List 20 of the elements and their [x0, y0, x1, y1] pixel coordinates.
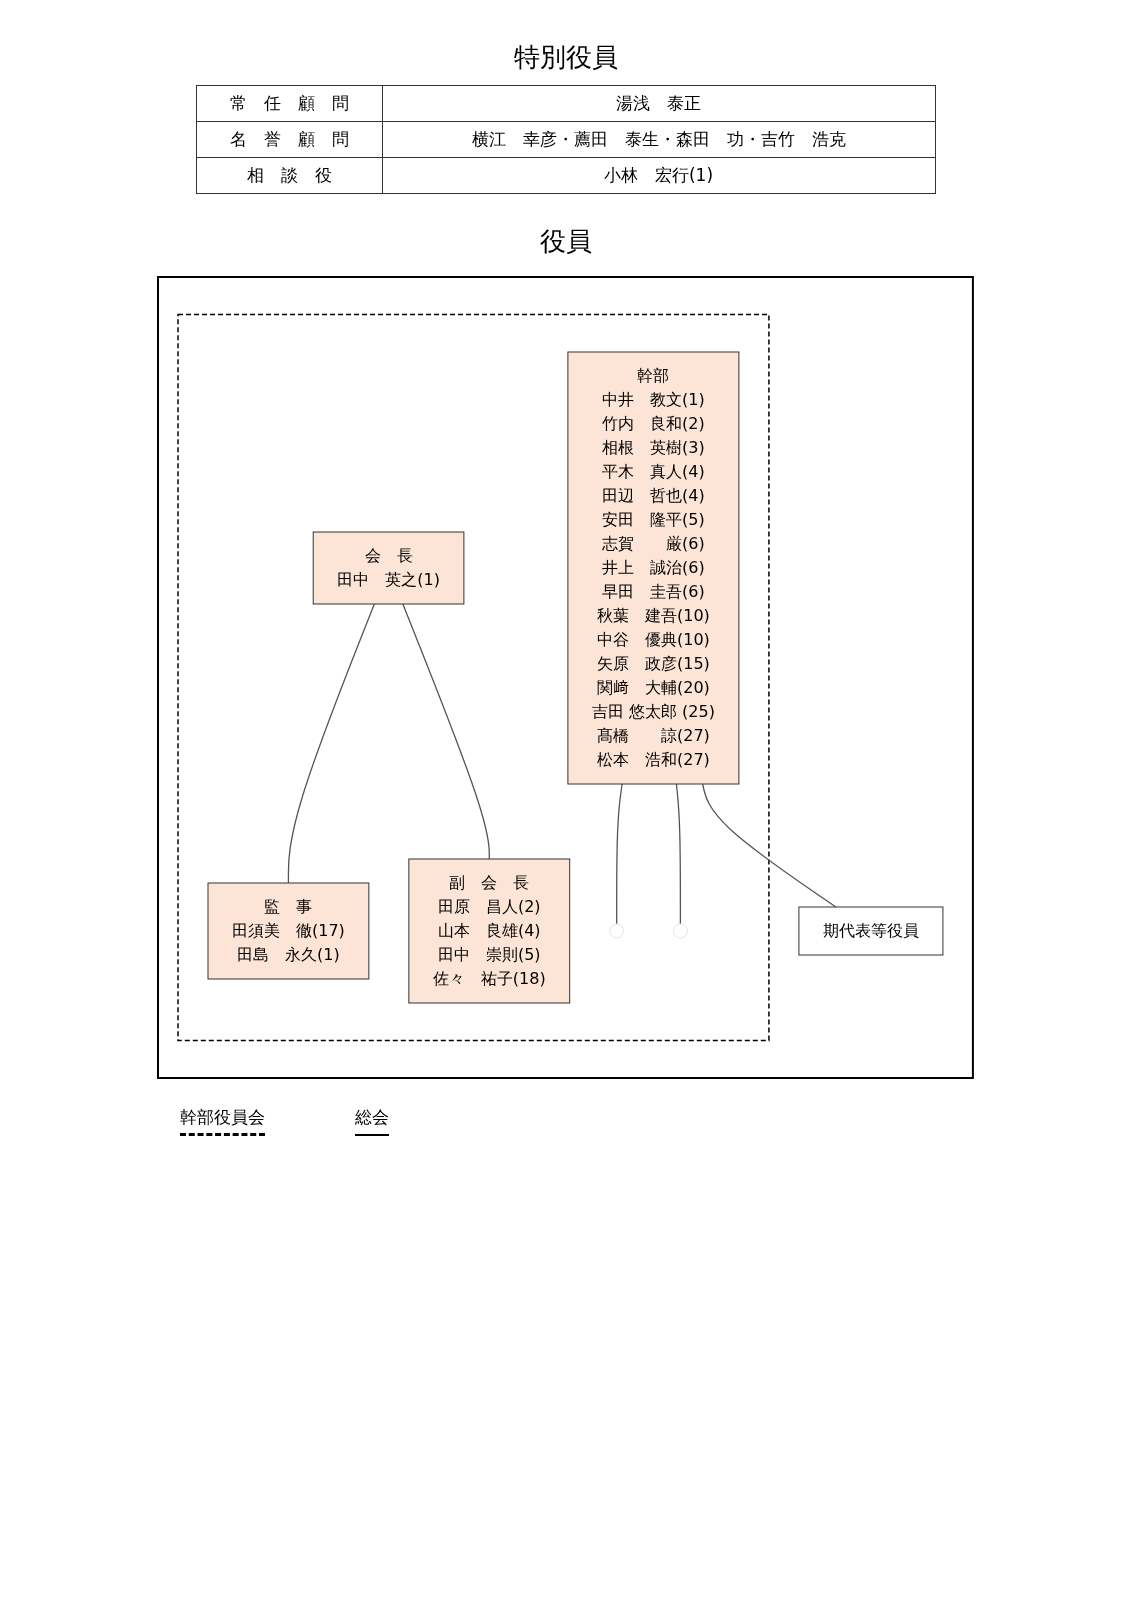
connector — [702, 783, 837, 908]
name-cell: 湯浅 泰正 — [382, 85, 935, 122]
table-heading: 特別役員 — [512, 41, 619, 74]
connector — [402, 603, 490, 860]
legend-line-sample: 総会 — [355, 1106, 389, 1136]
role-box: 幹部 中井 教文(1) 竹内 良和(2) 相根 英樹(3) 平木 真人(4) 田辺 哲也(4) 安田 隆平(5) 志賀 厳(6) 井上 誠治(6) 早田 圭吾(6) 秋葉 建吾(10) 中谷 優典(10) 矢原 政彦(15) 関﨑 大輔(20) 吉田 悠太郎 (25) 髙橋 諒(27) 松本 浩和(27) — [567, 351, 740, 785]
role-box: 期代表等役員 — [798, 906, 944, 956]
diagram-title: 役員 — [538, 225, 593, 258]
name-cell: 横江 幸彦・薦田 泰生・森田 功・吉竹 浩克 — [382, 121, 935, 158]
connector — [616, 783, 623, 925]
connector — [287, 603, 376, 884]
role-box: 監 事 田須美 徹(17) 田島 永久(1) — [207, 882, 370, 980]
name-cell: 小林 宏行(1) — [382, 157, 935, 194]
role-box: 副 会 長 田原 昌人(2) 山本 良雄(4) 田中 崇則(5) 佐々 祐子(18) — [408, 858, 571, 1004]
role-cell: 相 談 役 — [196, 157, 382, 194]
role-box: 会 長 田中 英之(1) — [312, 531, 465, 605]
connector — [675, 783, 682, 925]
legend-line-sample: 幹部役員会 — [180, 1106, 265, 1136]
role-cell: 名 誉 顧 問 — [196, 121, 382, 158]
role-cell: 常 任 顧 問 — [196, 85, 382, 122]
